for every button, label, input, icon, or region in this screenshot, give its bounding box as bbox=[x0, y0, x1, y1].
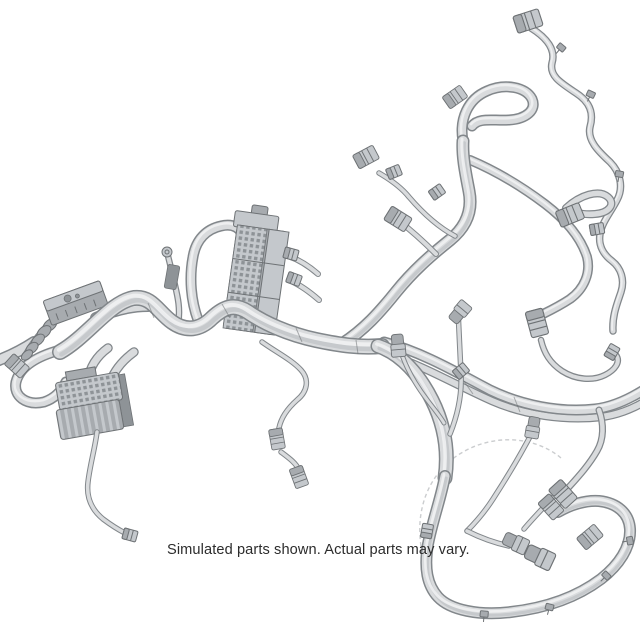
pigtail-connector bbox=[121, 527, 139, 543]
inline-connector bbox=[268, 427, 286, 451]
inline-connector bbox=[288, 464, 310, 490]
main-trunk bbox=[59, 296, 384, 355]
module-connector-assembly bbox=[55, 366, 135, 440]
harness-clip bbox=[419, 522, 435, 540]
sensor-connector bbox=[351, 144, 381, 170]
sensor-connector bbox=[446, 298, 473, 327]
sensor-connector bbox=[389, 333, 407, 358]
stack-tab-connector bbox=[285, 270, 303, 288]
relay-connector-block bbox=[43, 280, 109, 326]
top-loop-branch bbox=[341, 85, 611, 346]
caption: Simulated parts shown. Actual parts may … bbox=[167, 542, 470, 558]
branch-end-lead bbox=[524, 307, 620, 379]
inline-connector bbox=[524, 415, 543, 440]
harness-clip bbox=[427, 182, 447, 202]
thin-chain-lead bbox=[262, 342, 310, 490]
left-cluster bbox=[0, 280, 148, 543]
inline-connector bbox=[554, 201, 586, 229]
inline-connector bbox=[575, 523, 605, 551]
ring-terminal-lead bbox=[161, 246, 180, 324]
bundle-right-branch bbox=[383, 340, 640, 418]
ring-terminal bbox=[161, 246, 173, 258]
right-wavy-branch bbox=[512, 8, 624, 331]
harness-clip bbox=[478, 610, 489, 623]
pigtail-connector bbox=[588, 221, 606, 237]
